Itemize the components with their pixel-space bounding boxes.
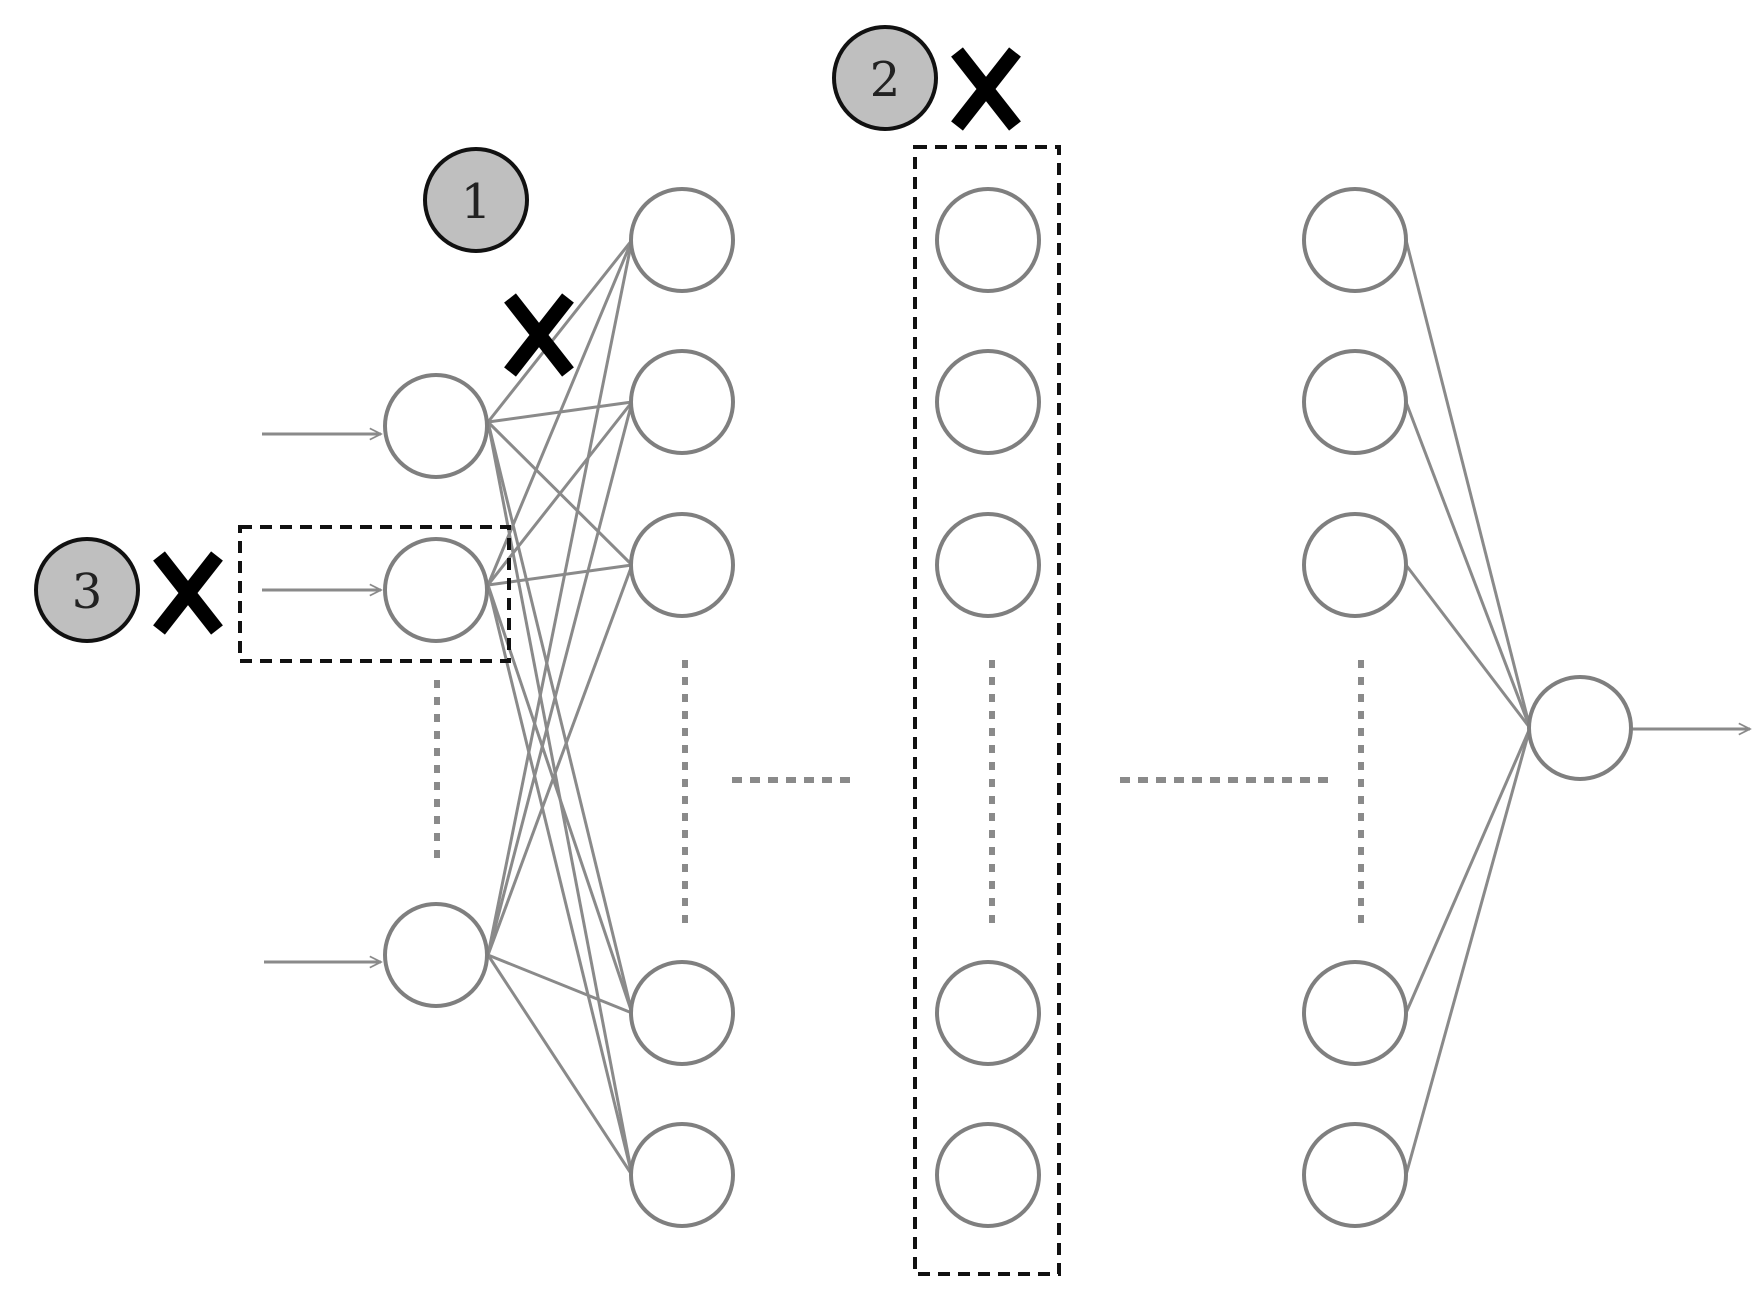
x-mark-icon <box>951 47 1021 131</box>
x-mark-icon <box>153 551 223 635</box>
input-node <box>383 537 489 643</box>
input-layer <box>383 373 489 1008</box>
edges-hidden-to-output <box>1404 239 1532 1176</box>
edges-input-to-hidden1 <box>486 239 634 1176</box>
badge-2: 2 <box>832 25 938 131</box>
hidden-node <box>935 349 1041 455</box>
hidden-node <box>935 960 1041 1066</box>
hidden-node <box>629 349 735 455</box>
hidden-layer-last <box>1302 187 1408 1228</box>
hidden-node <box>629 960 735 1066</box>
hidden-node <box>629 1122 735 1228</box>
x-mark-icon <box>504 293 574 377</box>
badge-3: 3 <box>34 537 140 643</box>
hidden-node <box>1302 187 1408 293</box>
hidden-node <box>935 187 1041 293</box>
hidden-layer-1 <box>629 187 735 1228</box>
badge-2-label: 2 <box>870 52 901 108</box>
hidden-node <box>629 512 735 618</box>
badge-3-label: 3 <box>72 564 103 620</box>
dropped-layer-box <box>913 145 1061 1276</box>
hidden-layer-middle <box>935 187 1041 1228</box>
hidden-node <box>1302 512 1408 618</box>
input-node <box>383 902 489 1008</box>
output-node <box>1527 675 1633 781</box>
badge-1: 1 <box>423 147 529 253</box>
hidden-node <box>935 512 1041 618</box>
hidden-node <box>1302 1122 1408 1228</box>
badge-1-label: 1 <box>461 174 492 230</box>
hidden-node <box>935 1122 1041 1228</box>
hidden-node <box>629 187 735 293</box>
input-node <box>383 373 489 479</box>
hidden-node <box>1302 960 1408 1066</box>
input-arrows <box>262 434 381 962</box>
hidden-node <box>1302 349 1408 455</box>
